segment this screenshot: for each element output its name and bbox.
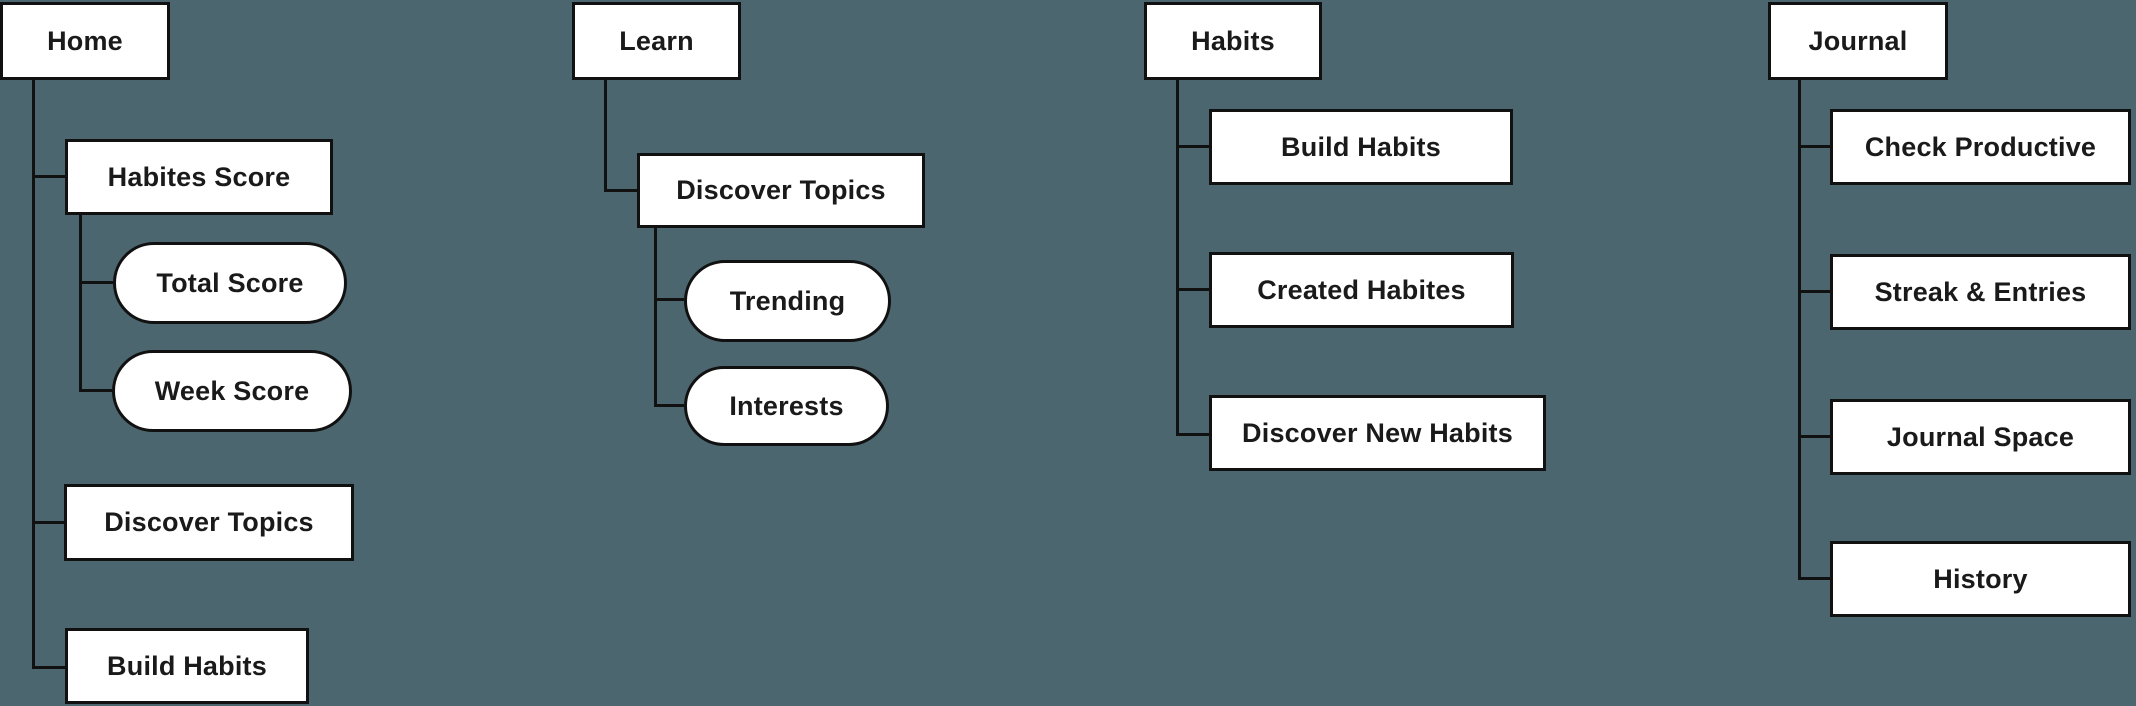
node-habites-score-label: Habites Score [107,161,291,192]
connector-stub-interests [657,404,684,407]
node-journal-space[interactable]: Journal Space [1830,399,2131,475]
node-discover-new-habits-label: Discover New Habits [1242,417,1513,448]
connector-stub-build-habits-home [35,666,65,669]
node-habites-score[interactable]: Habites Score [65,139,333,215]
node-discover-new-habits[interactable]: Discover New Habits [1209,395,1546,471]
node-streak-entries-label: Streak & Entries [1874,276,2087,307]
node-total-score[interactable]: Total Score [113,242,347,324]
connector-stub-discover-topics-home [35,521,64,524]
node-habits[interactable]: Habits [1144,2,1322,80]
node-journal[interactable]: Journal [1768,2,1948,80]
node-build-habits-home-label: Build Habits [107,650,267,681]
connector-habites-score-sub [79,215,82,392]
connector-discover-topics-sub [654,228,657,407]
node-discover-topics-learn[interactable]: Discover Topics [637,153,925,228]
connector-stub-streak-entries [1801,290,1830,293]
node-build-habits-home[interactable]: Build Habits [65,628,309,704]
node-discover-topics-home-label: Discover Topics [104,507,314,537]
connector-home-trunk [32,80,35,669]
node-history-label: History [1933,563,2028,594]
connector-stub-discover-new-habits [1179,433,1209,436]
connector-stub-week-score [82,389,112,392]
node-journal-space-label: Journal Space [1886,421,2075,452]
node-history[interactable]: History [1830,541,2131,617]
connector-stub-total-score [82,281,113,284]
node-created-habites[interactable]: Created Habites [1209,252,1514,328]
node-total-score-label: Total Score [156,267,304,298]
node-created-habites-label: Created Habites [1257,274,1466,305]
node-check-productive[interactable]: Check Productive [1830,109,2131,185]
connector-stub-habites-score [35,175,65,178]
connector-stub-trending [657,298,684,301]
node-check-productive-label: Check Productive [1864,131,2097,162]
connector-learn-trunk [604,80,607,192]
node-week-score-label: Week Score [154,375,310,406]
connector-stub-discover-topics-learn [607,189,637,192]
node-discover-topics-home[interactable]: Discover Topics [64,484,354,561]
connector-stub-check-productive [1801,145,1830,148]
node-trending[interactable]: Trending [684,260,891,342]
node-learn-label: Learn [619,25,694,56]
connector-stub-history [1801,577,1830,580]
connector-habits-trunk [1176,80,1179,436]
node-streak-entries[interactable]: Streak & Entries [1830,254,2131,330]
node-discover-topics-learn-label: Discover Topics [676,175,886,205]
connector-stub-journal-space [1801,435,1830,438]
connector-stub-build-habits [1179,145,1209,148]
node-trending-label: Trending [729,285,846,316]
node-week-score[interactable]: Week Score [112,350,352,432]
connector-journal-trunk [1798,80,1801,580]
node-interests[interactable]: Interests [684,366,889,446]
node-build-habits-label: Build Habits [1281,131,1441,162]
node-build-habits[interactable]: Build Habits [1209,109,1513,185]
connector-stub-created-habites [1179,288,1209,291]
node-interests-label: Interests [729,390,844,421]
node-habits-label: Habits [1191,25,1275,56]
node-journal-label: Journal [1808,25,1908,56]
node-learn[interactable]: Learn [572,2,741,80]
node-home-label: Home [47,25,123,56]
node-home[interactable]: Home [0,2,170,80]
